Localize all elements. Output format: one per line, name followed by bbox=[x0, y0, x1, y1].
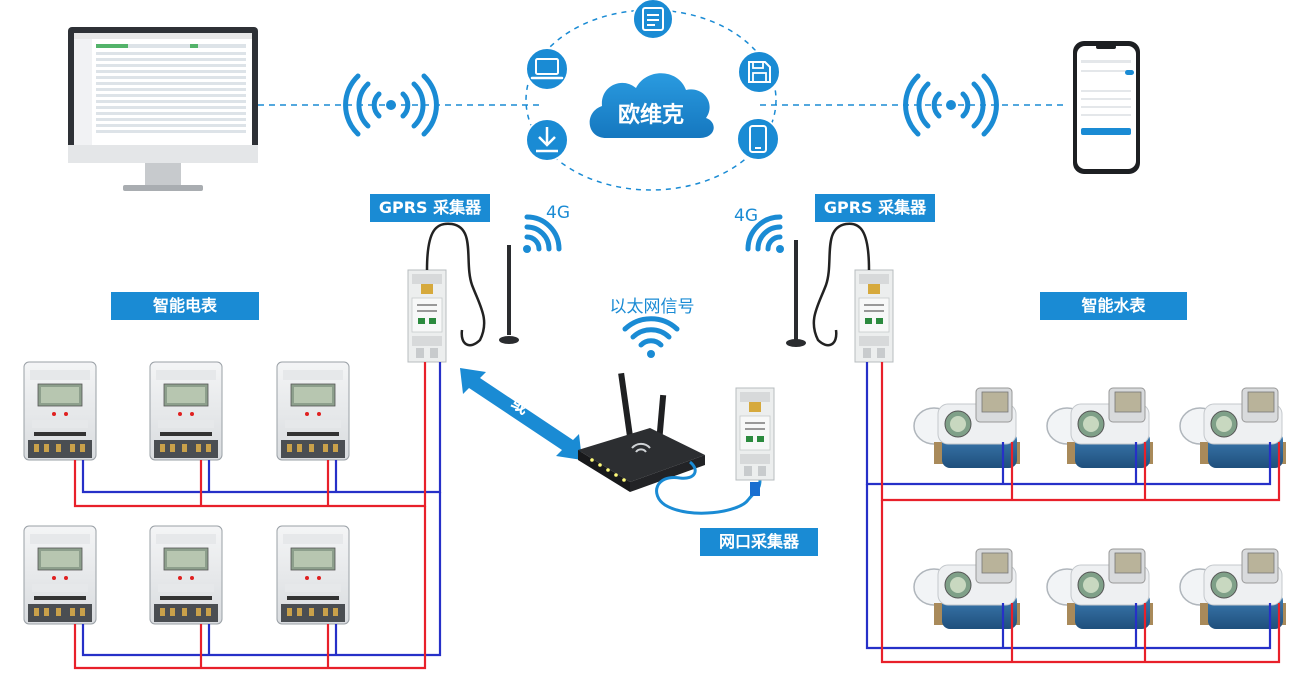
cloud-icon: 欧维克 bbox=[589, 73, 714, 138]
electric-meter bbox=[149, 525, 223, 625]
electric-meter bbox=[149, 361, 223, 461]
gprs-collector-right bbox=[786, 222, 894, 363]
left-4g-label: 4G bbox=[546, 203, 570, 223]
phone-icon bbox=[1073, 41, 1140, 174]
4g-signal-icon-right bbox=[745, 214, 784, 253]
antenna-icon bbox=[786, 240, 806, 347]
electric-meter bbox=[276, 525, 350, 625]
save-icon bbox=[737, 50, 781, 94]
4g-signal-icon-left bbox=[523, 214, 562, 253]
cloud-label: 欧维克 bbox=[618, 102, 684, 128]
electric-meter bbox=[276, 361, 350, 461]
water-meter-group bbox=[913, 387, 1287, 630]
mobile-icon bbox=[736, 117, 780, 161]
right-4g-label: 4G bbox=[734, 206, 758, 226]
router-icon bbox=[578, 372, 705, 492]
document-icon bbox=[632, 0, 674, 40]
gprs-collector-left bbox=[407, 222, 519, 363]
electric-wiring bbox=[73, 362, 442, 670]
right-gprs-collector-label: GPRS 采集器 bbox=[815, 194, 935, 222]
water-meter-group-label: 智能水表 bbox=[1040, 292, 1187, 320]
network-dashed-links bbox=[258, 9, 1065, 191]
ethernet-collector bbox=[735, 387, 775, 496]
wireless-signal-icon-left bbox=[343, 73, 439, 137]
electric-meter-group-label: 智能电表 bbox=[111, 292, 259, 320]
wifi-icon bbox=[622, 316, 680, 358]
ethernet-collector-label: 网口采集器 bbox=[700, 528, 818, 556]
ethernet-signal-label: 以太网信号 bbox=[609, 297, 695, 317]
or-double-arrow: 或 bbox=[460, 368, 582, 460]
download-icon bbox=[525, 118, 569, 162]
electric-meter bbox=[23, 525, 97, 625]
antenna-icon bbox=[499, 245, 519, 344]
monitor-icon bbox=[68, 27, 258, 191]
wireless-signal-icon-right bbox=[903, 73, 999, 137]
laptop-icon bbox=[525, 47, 569, 91]
electric-meter bbox=[23, 361, 97, 461]
water-wiring bbox=[865, 362, 1281, 664]
left-gprs-collector-label: GPRS 采集器 bbox=[370, 194, 490, 222]
